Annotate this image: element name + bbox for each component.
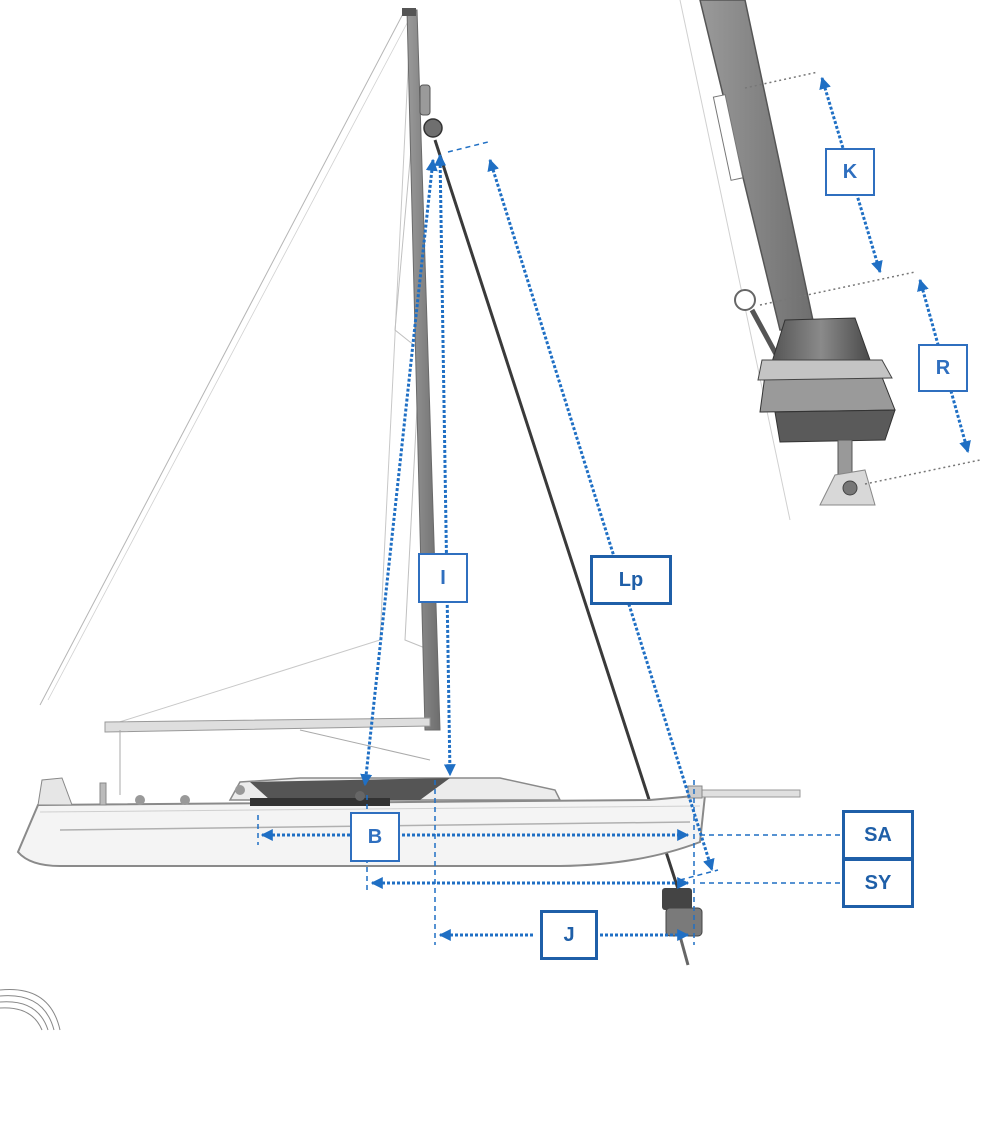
label-J: J — [540, 910, 598, 960]
inset-detail — [679, 0, 981, 521]
mainsail-luff — [109, 29, 411, 726]
hull — [16, 777, 801, 966]
label-I: I — [418, 553, 468, 603]
measure-Lp — [487, 158, 715, 872]
rigging — [39, 9, 682, 896]
halyard-sheave — [423, 118, 443, 138]
label-R: R — [918, 344, 968, 392]
label-K: K — [825, 148, 875, 196]
measure-I — [434, 153, 456, 777]
backstay — [47, 11, 414, 701]
corner-emblem-fragment — [0, 989, 61, 1031]
mast — [402, 8, 443, 731]
label-Lp: Lp — [590, 555, 672, 605]
label-B: B — [350, 812, 400, 862]
mainsail-leech — [39, 9, 406, 706]
label-SY: SY — [842, 858, 914, 908]
label-SA: SA — [842, 810, 914, 860]
